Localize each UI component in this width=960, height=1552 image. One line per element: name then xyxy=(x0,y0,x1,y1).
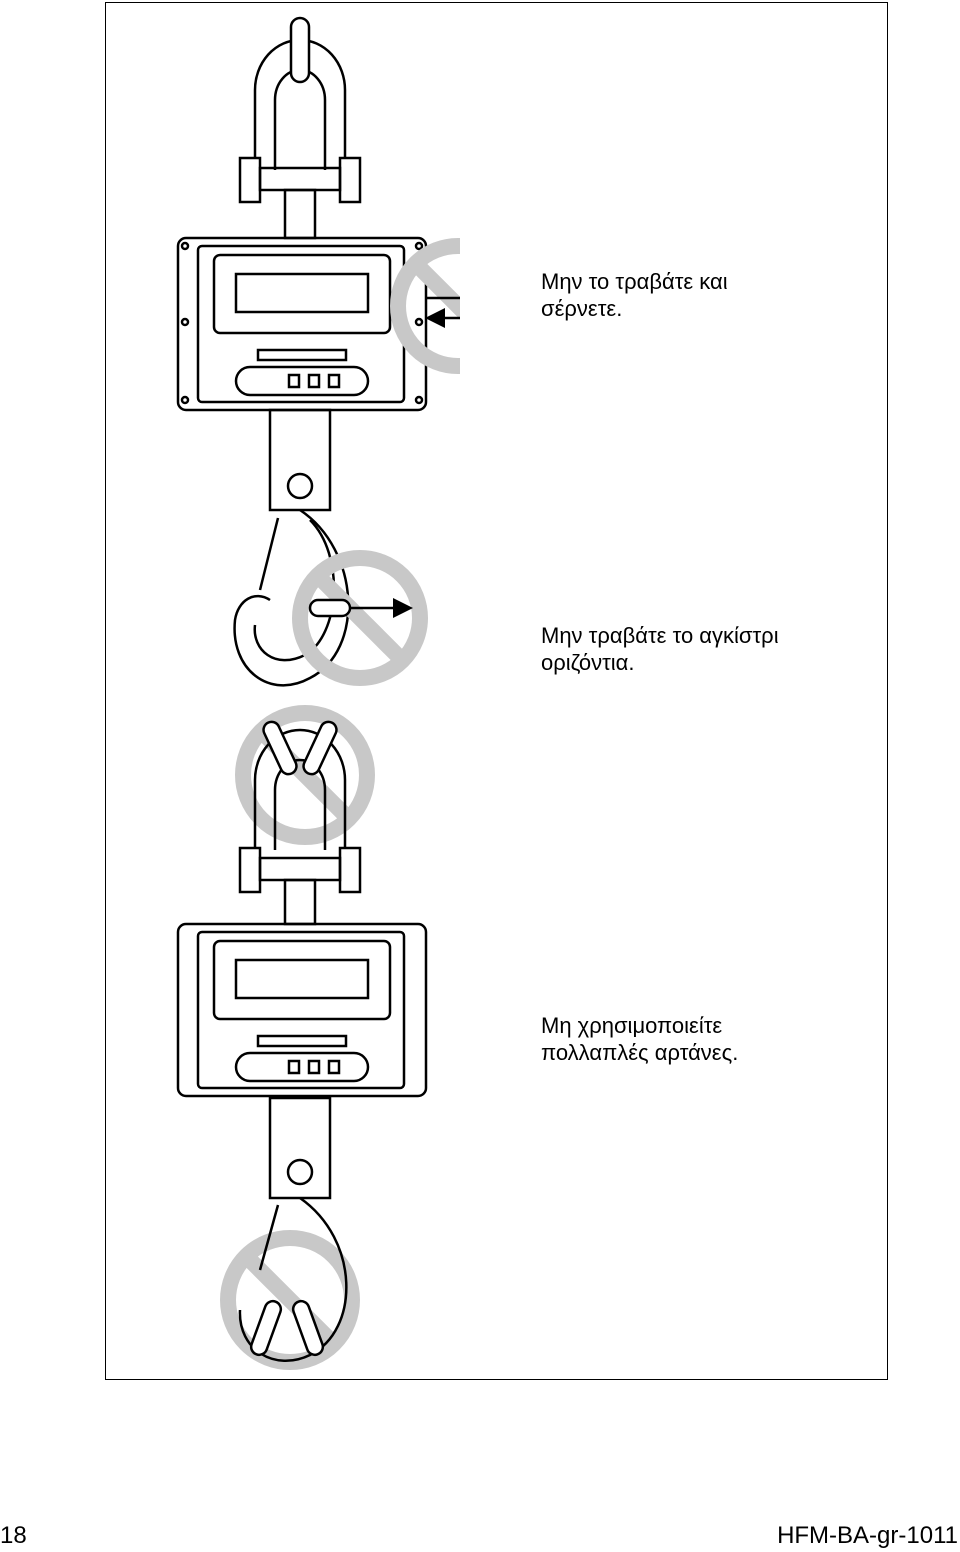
display-housing-icon xyxy=(176,922,428,1098)
caption-line: πολλαπλές αρτάνες. xyxy=(541,1040,739,1065)
page-number: 18 xyxy=(0,1522,27,1549)
caption-no-dragging: Μην το τραβάτε και σέρνετε. xyxy=(541,268,728,322)
crane-scale-illustration-bottom xyxy=(176,705,428,1370)
no-drag-sign xyxy=(390,238,460,374)
caption-no-horizontal-pull: Μην τραβάτε το αγκίστρι οριζόντια. xyxy=(541,622,779,676)
hook-icon xyxy=(233,408,350,687)
shackle-icon xyxy=(238,16,362,240)
content-frame xyxy=(105,2,888,1380)
caption-line: Μην το τραβάτε και xyxy=(541,269,728,294)
caption-line: οριζόντια. xyxy=(541,650,635,675)
hook-icon xyxy=(238,1096,348,1363)
document-id: HFM-BA-gr-1011 xyxy=(777,1522,958,1549)
shackle-icon xyxy=(238,720,362,926)
no-horizontal-pull-sign xyxy=(292,550,428,686)
caption-line: σέρνετε. xyxy=(541,296,623,321)
display-housing-icon xyxy=(176,236,428,412)
crane-scale-illustration-top xyxy=(176,16,460,687)
caption-line: Μην τραβάτε το αγκίστρι xyxy=(541,623,779,648)
caption-line: Μη χρησιμοποιείτε xyxy=(541,1013,723,1038)
caption-no-multiple-slings: Μη χρησιμοποιείτε πολλαπλές αρτάνες. xyxy=(541,1012,738,1066)
